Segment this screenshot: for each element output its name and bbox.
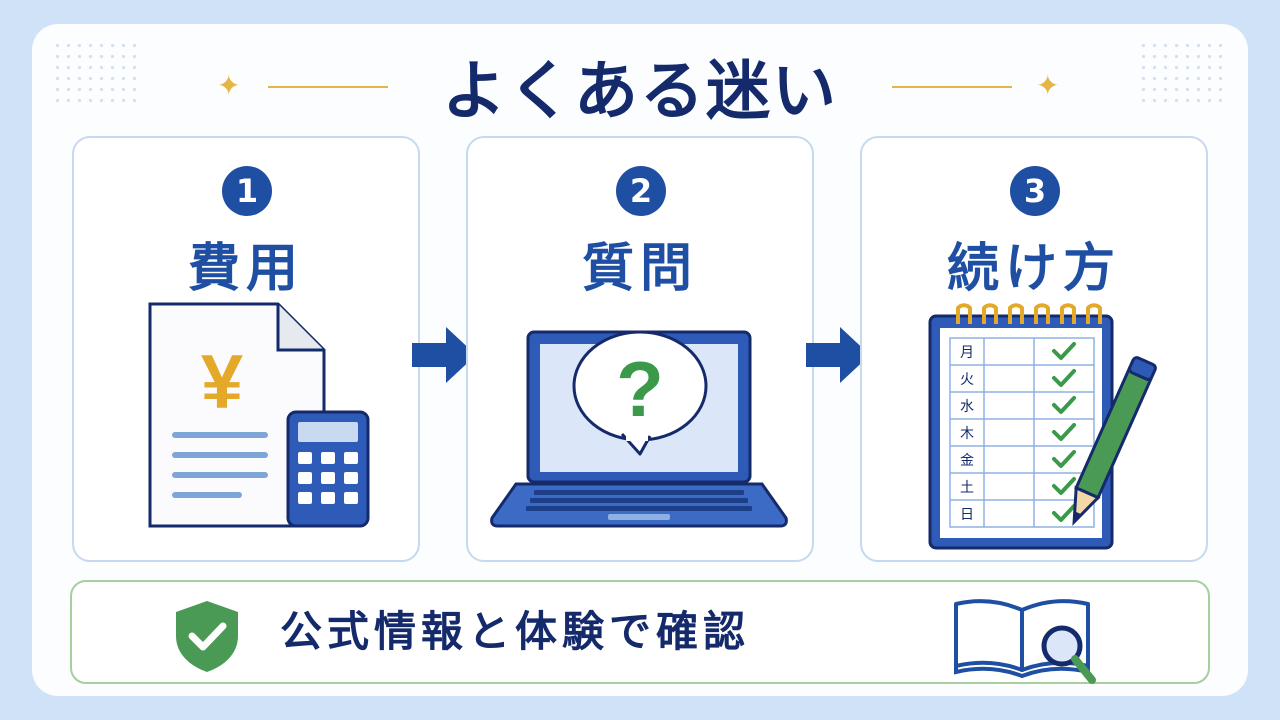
step-number-2: 2 xyxy=(616,166,666,216)
yen-document-calculator-icon: ¥ xyxy=(148,302,370,528)
day-label-tue: 火 xyxy=(960,372,974,388)
day-label-thu: 木 xyxy=(960,426,974,442)
step-panel-cost: 1 費用 ¥ xyxy=(72,136,420,562)
step-number-1: 1 xyxy=(222,166,272,216)
day-label-sat: 土 xyxy=(960,480,974,496)
step-panel-continuation: 3 続け方 月 火 水 木 金 土 xyxy=(860,136,1208,562)
day-label-wed: 水 xyxy=(960,399,974,415)
arrow-right-icon-1 xyxy=(412,327,476,383)
dot-pattern-top-right xyxy=(1138,40,1228,110)
day-label-mon: 月 xyxy=(960,345,974,361)
conclusion-text: 公式情報と体験で確認 xyxy=(280,607,751,656)
day-label-sun: 日 xyxy=(960,507,974,523)
laptop-question-icon: ? xyxy=(490,330,788,528)
step-title-continuation: 続け方 xyxy=(946,239,1121,299)
sparkle-icon-right: ✦ xyxy=(1036,69,1060,102)
day-label-fri: 金 xyxy=(960,453,974,469)
yen-symbol: ¥ xyxy=(201,340,243,425)
step-panel-questions: 2 質問 ? xyxy=(466,136,814,562)
weekly-checklist-notebook-icon: 月 火 水 木 金 土 日 xyxy=(928,303,1157,550)
arrow-right-icon-2 xyxy=(806,327,870,383)
sparkle-icon-left: ✦ xyxy=(217,69,241,102)
step-title-questions: 質問 xyxy=(581,239,698,299)
step-number-3: 3 xyxy=(1010,166,1060,216)
question-mark: ? xyxy=(616,345,664,433)
dot-pattern-top-left xyxy=(52,40,142,110)
book-magnifier-icon xyxy=(954,599,1096,684)
title-line-left xyxy=(268,86,388,88)
title-line-right xyxy=(892,86,1012,88)
conclusion-banner: 公式情報と体験で確認 xyxy=(70,580,1210,684)
step-title-cost: 費用 xyxy=(187,239,304,299)
page-title: よくある迷い xyxy=(442,55,838,129)
shield-check-icon xyxy=(176,601,238,672)
